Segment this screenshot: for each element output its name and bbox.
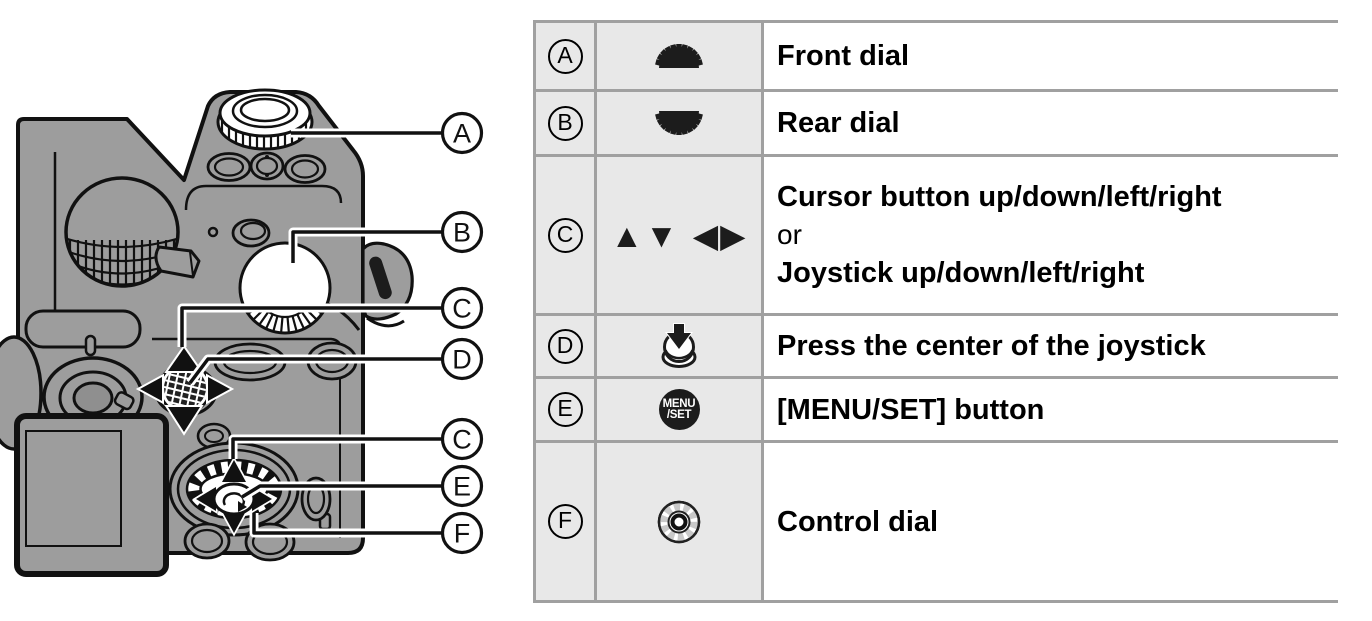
legend-row-a: A Front dial — [536, 23, 1338, 92]
row-letter-badge: C — [547, 217, 583, 253]
legend-row-b: B Rear dial — [536, 92, 1338, 157]
callout-lines — [177, 128, 443, 538]
callout-circle-c2 — [440, 417, 484, 461]
callout-letter-c1: C — [452, 294, 472, 324]
menu-set-icon-line2: /SET — [666, 408, 692, 421]
control-dial-icon — [657, 500, 701, 543]
legend-row-d: D Press the center of the joystick — [536, 316, 1338, 379]
joystick-arrows — [135, 344, 235, 436]
mode-dial-lock-lever — [154, 245, 201, 279]
menu-set-icon: MENU /SET — [658, 389, 700, 430]
joystick-press-icon — [661, 323, 697, 368]
callout-line-c2 — [231, 437, 443, 459]
callout-letter-f: F — [454, 519, 471, 549]
legend-row-f: F Control dial — [536, 443, 1338, 600]
callout-letter-d: D — [452, 345, 472, 375]
front-dial-icon — [655, 44, 703, 68]
callout-letter-b: B — [453, 218, 471, 248]
monitor — [14, 413, 169, 577]
row-label: Control dial — [777, 505, 939, 538]
row-label: Press the center of the joystick — [777, 330, 1206, 362]
front-dial — [216, 88, 314, 151]
row-label: Joystick up/down/left/right — [777, 257, 1145, 289]
row-label: Cursor button up/down/left/right — [777, 181, 1222, 213]
callout-letter-e: E — [453, 472, 471, 502]
callout-line-c1 — [180, 306, 443, 347]
row-label: Front dial — [777, 40, 910, 72]
row-letter-badge: E — [547, 392, 583, 427]
left-right-arrows-icon: ◀▶ — [692, 216, 748, 254]
row-letter-badge: A — [547, 38, 583, 74]
callout-circle-e — [440, 464, 484, 508]
mode-dial — [64, 176, 201, 288]
legend-row-e: E MENU /SET [MENU/SET] button — [536, 379, 1338, 443]
row-label-or: or — [777, 219, 802, 250]
callout-letter-c2: C — [452, 425, 472, 455]
camera-diagram: A B C D C E F — [0, 88, 484, 577]
top-buttons — [206, 151, 327, 184]
row-letter-badge: F — [547, 504, 583, 539]
rear-dial — [238, 241, 332, 335]
callout-circle-f — [440, 511, 484, 555]
callout-labels: A B C D C E F — [440, 111, 484, 555]
callout-letter-a: A — [453, 119, 471, 149]
callout-circle-d — [440, 337, 484, 381]
up-down-arrows-icon: ▲▼ — [610, 216, 680, 254]
rear-top-button — [231, 218, 271, 248]
legend-row-c: C ▲▼ ◀▶ Cursor button up/down/left/right… — [536, 157, 1338, 316]
callout-line-b — [291, 230, 443, 263]
callout-line-e — [241, 484, 443, 499]
callout-circle-b — [440, 210, 484, 254]
callout-circle-a — [440, 111, 484, 155]
menu-set-icon-line1: MENU — [662, 398, 696, 410]
row-label: [MENU/SET] button — [777, 393, 1045, 426]
callout-line-d — [188, 357, 443, 385]
row-label: Rear dial — [777, 107, 900, 139]
indicator-dot — [207, 226, 219, 238]
cursor-arrows-icon: ▲▼ ◀▶ — [610, 219, 747, 252]
legend-table: A Front dial B — [533, 20, 1338, 603]
callout-circle-c1 — [440, 286, 484, 330]
row-letter-badge: D — [547, 328, 583, 364]
rear-dial-icon — [655, 111, 703, 135]
row-letter-badge: B — [547, 105, 583, 141]
callout-line-f — [252, 513, 443, 535]
strap-lug — [361, 241, 414, 328]
